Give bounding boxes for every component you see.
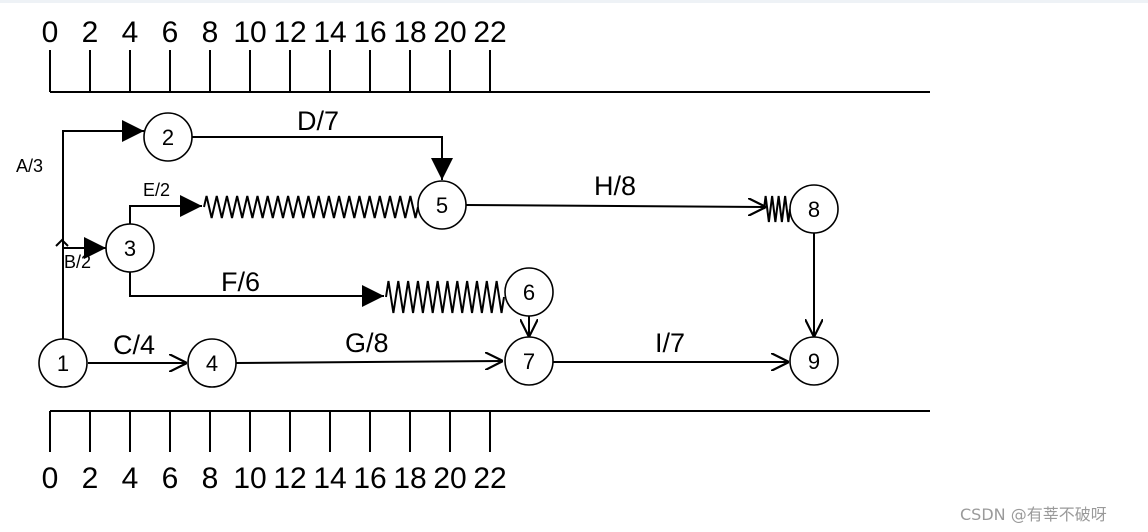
activity-b: B/2	[55, 237, 106, 272]
top-border	[0, 0, 1148, 3]
bottom-tick-label: 18	[393, 462, 426, 495]
label-c: C/4	[113, 330, 155, 360]
top-tick-label: 2	[82, 16, 99, 49]
label-b: B/2	[64, 252, 91, 272]
top-tick-label: 20	[433, 16, 466, 49]
node-1: 1	[38, 338, 88, 388]
float-wave-h	[763, 195, 791, 223]
node-5-label: 5	[436, 193, 448, 218]
activity-d: D/7	[192, 106, 453, 180]
bottom-tick-label: 22	[473, 462, 506, 495]
bottom-tick-label: 16	[353, 462, 386, 495]
node-7: 7	[504, 336, 554, 386]
node-3: 3	[105, 223, 155, 273]
node-8-label: 8	[808, 197, 820, 222]
bottom-tick-label: 12	[273, 462, 306, 495]
bottom-tick-label: 2	[82, 462, 99, 495]
top-tick-label: 6	[162, 16, 179, 49]
watermark: CSDN @有莘不破呀	[960, 505, 1107, 524]
top-tick-label: 18	[393, 16, 426, 49]
float-wave-f	[385, 280, 505, 314]
activity-i: I/7	[553, 328, 789, 362]
label-f: F/6	[221, 267, 260, 297]
node-5: 5	[417, 180, 467, 230]
arrow-f	[129, 272, 384, 307]
top-tick-label: 8	[202, 16, 219, 49]
node-6: 6	[504, 267, 554, 317]
top-tick-label: 10	[233, 16, 266, 49]
node-4-label: 4	[206, 351, 218, 376]
node-9: 9	[789, 336, 839, 386]
activity-a: A/3	[16, 120, 144, 340]
top-tick-label: 14	[313, 16, 346, 49]
activity-g: G/8	[235, 328, 503, 363]
arrow-a	[62, 120, 144, 340]
arrow-g	[235, 361, 503, 363]
label-g: G/8	[345, 328, 389, 358]
activity-f: F/6	[129, 267, 505, 314]
line-h	[465, 204, 765, 208]
node-2: 2	[143, 112, 193, 162]
node-8: 8	[789, 184, 839, 234]
bottom-tick-label: 0	[42, 462, 59, 495]
top-tick-label: 22	[473, 16, 506, 49]
node-6-label: 6	[523, 280, 535, 305]
node-3-label: 3	[124, 236, 136, 261]
arrow-e	[129, 195, 202, 225]
label-a: A/3	[16, 156, 43, 176]
label-d: D/7	[297, 106, 339, 136]
label-e: E/2	[143, 180, 170, 200]
node-2-label: 2	[162, 125, 174, 150]
top-tick-label: 4	[122, 16, 139, 49]
activity-e: E/2	[129, 180, 419, 225]
float-wave-e	[203, 195, 419, 219]
bottom-tick-label: 4	[122, 462, 139, 495]
top-tick-label: 0	[42, 16, 59, 49]
activity-c: C/4	[88, 330, 187, 363]
bottom-tick-label: 8	[202, 462, 219, 495]
label-i: I/7	[655, 328, 685, 358]
label-h: H/8	[594, 171, 636, 201]
bottom-tick-label: 10	[233, 462, 266, 495]
kink-b	[55, 238, 69, 247]
arrow-d	[192, 136, 453, 180]
node-4: 4	[187, 338, 237, 388]
bottom-tick-label: 20	[433, 462, 466, 495]
node-1-label: 1	[57, 351, 69, 376]
bottom-tick-label: 14	[313, 462, 346, 495]
bottom-tick-label: 6	[162, 462, 179, 495]
top-tick-label: 12	[273, 16, 306, 49]
top-tick-label: 16	[353, 16, 386, 49]
node-9-label: 9	[808, 349, 820, 374]
activity-h: H/8	[465, 171, 791, 223]
node-7-label: 7	[523, 349, 535, 374]
